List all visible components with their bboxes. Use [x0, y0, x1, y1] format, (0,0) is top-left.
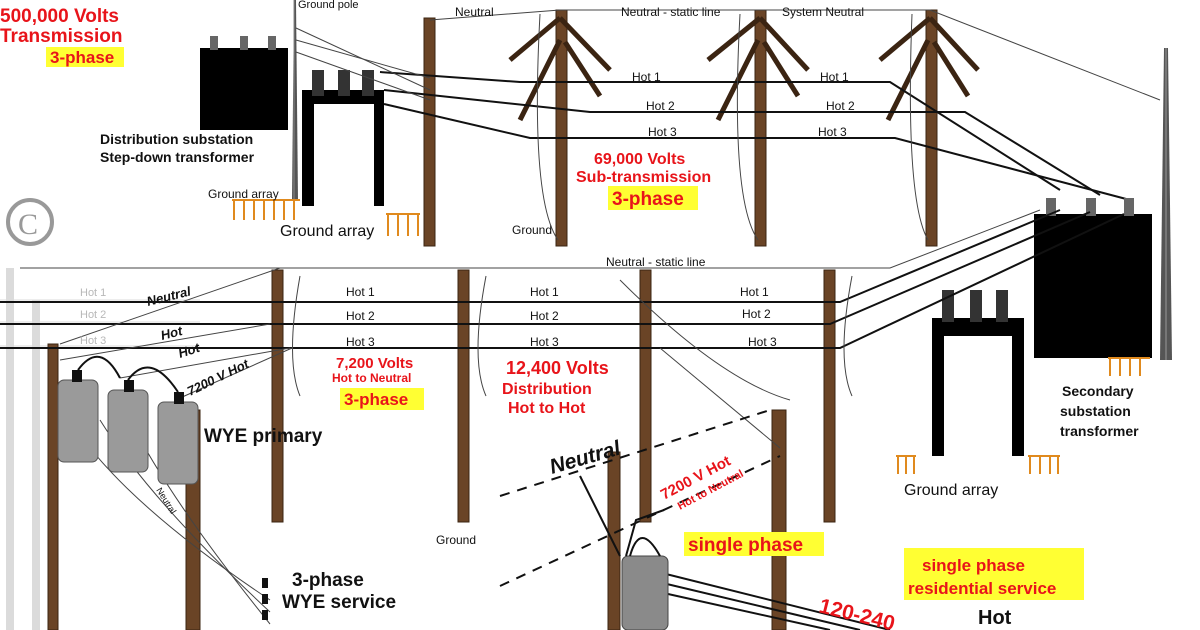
v7200-label: 7,200 Volts [336, 355, 413, 372]
residential-line2-label: residential service [908, 579, 1056, 598]
span1-hot1-label: Hot 1 [346, 285, 375, 299]
transmission-label: Transmission [0, 26, 123, 47]
span2-hot3-label: Hot 3 [530, 335, 559, 349]
transmission-tower [292, 0, 298, 200]
distribution-label: Distribution [502, 381, 592, 398]
top-hot3-b-label: Hot 3 [818, 125, 847, 139]
top-neutral-static-label: Neutral - static line [621, 5, 721, 19]
transmission-phase-highlight [46, 47, 124, 67]
ground-array-small-label: Ground array [208, 187, 279, 201]
hot-bottom-label: Hot [978, 607, 1012, 629]
top-ground-label: Ground [512, 223, 552, 237]
top-hot3-a-label: Hot 3 [648, 125, 677, 139]
copyright-letter: C [18, 208, 38, 241]
ground-pole-label: Ground pole [298, 0, 359, 11]
hot-to-hot-label: Hot to Hot [508, 400, 586, 417]
secondary-line3-label: transformer [1060, 423, 1139, 439]
neutral-small-label: Neutral [154, 486, 178, 516]
crossarms-top [508, 16, 980, 122]
transmission-voltage-label: 500,000 Volts [0, 6, 119, 27]
substation-label-line1: Distribution substation [100, 131, 253, 147]
neutral-diag-label: Neutral [145, 283, 192, 308]
wye-primary-label: WYE primary [204, 426, 323, 447]
top-hot1-a-label: Hot 1 [632, 70, 661, 84]
ground-array-left [232, 199, 300, 220]
pole-single-phase-right [771, 409, 787, 630]
copyright-icon [6, 198, 54, 246]
ground-array-right [896, 357, 1150, 474]
top-neutral-label: Neutral [455, 5, 494, 19]
pole-bottom-wye-left [47, 343, 59, 630]
pole-top-4 [925, 9, 938, 247]
ghost-hot3-label: Hot 3 [80, 335, 106, 347]
span1-hot2-label: Hot 2 [346, 309, 375, 323]
pole-bottom-2 [457, 269, 470, 523]
right-tower [1160, 48, 1172, 360]
single-phase-transformer [579, 475, 669, 630]
secondary-line1-label: Secondary [1062, 383, 1134, 399]
sub-phase-highlight [608, 186, 698, 210]
three-phase-highlight [340, 388, 424, 410]
sub-voltage-label: 69,000 Volts [594, 151, 685, 168]
sub-transmission-label: Sub-transmission [576, 169, 711, 186]
sub-phase-label: 3-phase [612, 189, 684, 210]
v12400-label: 12,400 Volts [506, 358, 609, 378]
three-phase-label: 3-phase [344, 390, 408, 409]
top-hot2-b-label: Hot 2 [826, 99, 855, 113]
transmission-phase-label: 3-phase [50, 48, 114, 67]
single-phase-highlight [684, 532, 824, 556]
ground-array-right-label: Ground array [904, 482, 998, 499]
span3-hot1-label: Hot 1 [740, 285, 769, 299]
wye-service-brackets [262, 578, 268, 620]
bottom-neutral-static-label: Neutral - static line [606, 255, 706, 269]
pole-bottom-4 [823, 269, 836, 523]
hot-to-neutral-label: Hot to Neutral [332, 371, 411, 385]
hot-diag1-label: Hot [159, 323, 184, 343]
secondary-line2-label: substation [1060, 403, 1131, 419]
top-hot2-a-label: Hot 2 [646, 99, 675, 113]
span1-hot3-label: Hot 3 [346, 335, 375, 349]
span2-hot2-label: Hot 2 [530, 309, 559, 323]
v120-240-label: 120-240 [817, 595, 897, 630]
residential-highlight [904, 548, 1084, 600]
residential-line1-label: single phase [922, 556, 1025, 575]
wires-top [295, 9, 1161, 241]
bottom-ground-label: Ground [436, 533, 476, 547]
ground-array-large-label: Ground array [280, 223, 374, 240]
span2-hot1-label: Hot 1 [530, 285, 559, 299]
three-phase-wye-line1-label: 3-phase [292, 570, 364, 591]
ghost-hot2-label: Hot 2 [80, 309, 106, 321]
ghost-poles [0, 268, 200, 630]
hot-diag2-label: Hot [176, 340, 202, 361]
distribution-substation [302, 70, 384, 206]
transmission-transformer [200, 36, 288, 130]
hot-7200-diag-label: 7200 V Hot [185, 356, 252, 399]
three-phase-wye-line2-label: WYE service [282, 592, 396, 613]
substation-label-line2: Step-down transformer [100, 149, 255, 165]
pole-bottom-3 [639, 269, 652, 523]
system-neutral-label: System Neutral [782, 5, 864, 19]
wye-transformers [57, 355, 199, 485]
single-phase-label: single phase [688, 535, 803, 556]
ground-array-mid [386, 213, 420, 236]
secondary-transformer [932, 198, 1152, 456]
span3-hot2-label: Hot 2 [742, 307, 771, 321]
top-hot1-b-label: Hot 1 [820, 70, 849, 84]
pole-single-phase [607, 451, 621, 630]
span3-hot3-label: Hot 3 [748, 335, 777, 349]
pole-top-1 [423, 17, 436, 247]
ghost-hot1-label: Hot 1 [80, 287, 106, 299]
pole-bottom-1 [271, 269, 284, 523]
